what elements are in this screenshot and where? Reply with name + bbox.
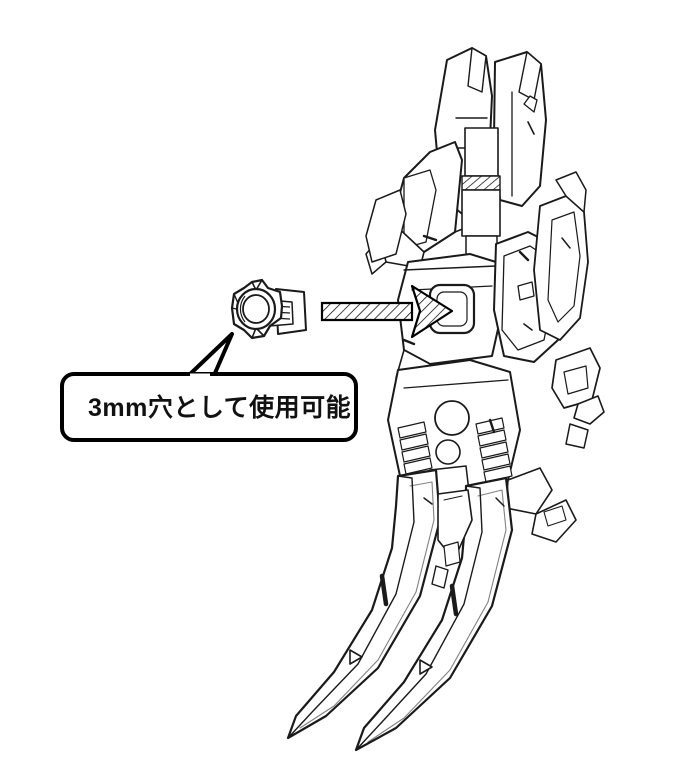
right-armor-pods xyxy=(493,171,605,449)
panel-ticks xyxy=(402,234,530,434)
callout-label: 3mm穴として使用可能 xyxy=(88,393,351,422)
detail-part-3mm-socket xyxy=(230,278,307,340)
left-wing-plates xyxy=(365,141,463,275)
mecha-assembly xyxy=(286,47,605,752)
lower-mechanism xyxy=(387,359,577,543)
blade-mount-detail xyxy=(423,489,505,589)
upper-fin-cluster xyxy=(434,47,547,269)
attachment-point-arrow xyxy=(320,284,454,339)
callout-bubble: 3mm穴として使用可能 xyxy=(60,332,358,442)
blade-right xyxy=(354,476,514,752)
